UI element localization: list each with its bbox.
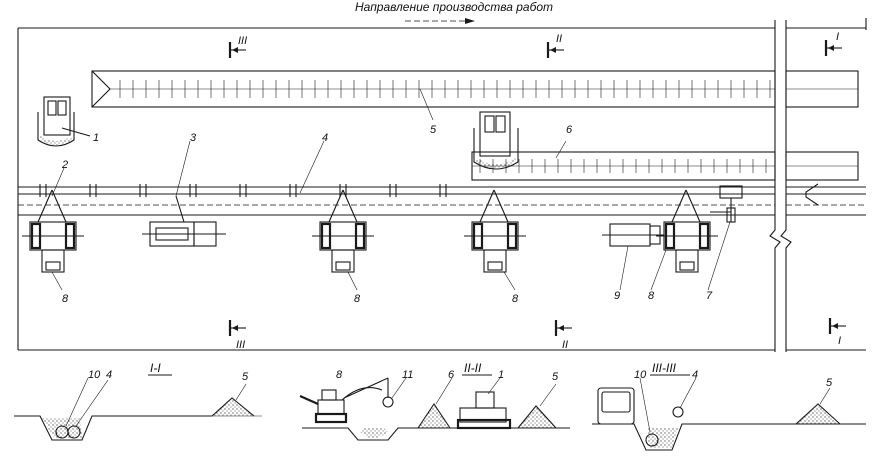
svg-text:10: 10: [634, 369, 647, 381]
section-marker-II-bottom: II: [556, 320, 572, 351]
label-6: 6: [566, 124, 573, 136]
svg-text:4: 4: [692, 369, 698, 381]
svg-text:5: 5: [242, 371, 249, 383]
pipelayer-plan-2: [312, 190, 374, 272]
soil-bank-strip: [92, 71, 858, 107]
label-8a: 8: [62, 293, 69, 305]
work-direction-title: Направление производства работ: [355, 0, 553, 14]
svg-text:5: 5: [826, 377, 833, 389]
label-4: 4: [322, 132, 328, 144]
pipelayer-plan-1: [22, 190, 84, 272]
label-2: 2: [61, 159, 68, 171]
section-III-III-title: III-III: [652, 361, 677, 375]
section-marker-III-top: III: [230, 35, 247, 58]
label-8d: 8: [648, 290, 655, 302]
svg-text:10: 10: [88, 369, 101, 381]
plan-leader-lines: [52, 89, 730, 290]
label-8b: 8: [354, 293, 361, 305]
pipeline-trench: [18, 184, 866, 215]
section-II-II: II-II 8 11 6 1 5: [300, 361, 570, 440]
plan-frame: [18, 18, 866, 352]
svg-text:1: 1: [498, 369, 504, 381]
svg-text:III: III: [238, 35, 247, 47]
pipelayer-plan-4: [656, 190, 718, 272]
truck-3-plan: [142, 196, 226, 246]
section-I-I-title: I-I: [150, 361, 161, 375]
section-marker-I-top: I: [826, 31, 842, 56]
svg-text:8: 8: [336, 369, 343, 381]
section-III-III: III-III 10 4 5: [592, 361, 866, 450]
svg-text:I: I: [836, 31, 839, 43]
section-marker-II-top: II: [548, 33, 564, 58]
excavator-2-plan: [474, 112, 518, 169]
svg-text:I: I: [838, 335, 841, 347]
svg-text:II: II: [562, 339, 568, 351]
label-5: 5: [430, 124, 437, 136]
label-7: 7: [706, 290, 713, 302]
svg-text:5: 5: [552, 371, 559, 383]
label-9: 9: [614, 290, 620, 302]
svg-text:III: III: [236, 339, 245, 351]
device-7: [710, 198, 735, 222]
svg-text:11: 11: [402, 369, 413, 381]
soil-strip-6: [472, 152, 858, 180]
svg-text:4: 4: [106, 369, 112, 381]
section-II-II-title: II-II: [464, 361, 482, 375]
excavator-1-plan: [38, 97, 90, 146]
machine-9-plan: [602, 224, 664, 246]
section-I-I: I-I 10 4 5: [14, 361, 262, 440]
section-marker-III-bottom: III: [230, 320, 246, 351]
label-3: 3: [190, 132, 197, 144]
label-1: 1: [93, 132, 99, 144]
section-marker-I-bottom: I: [830, 318, 846, 347]
direction-arrow: [405, 18, 475, 24]
svg-text:II: II: [556, 33, 562, 45]
label-8c: 8: [512, 293, 519, 305]
pipelayer-plan-3: [464, 190, 526, 272]
svg-text:6: 6: [448, 369, 455, 381]
